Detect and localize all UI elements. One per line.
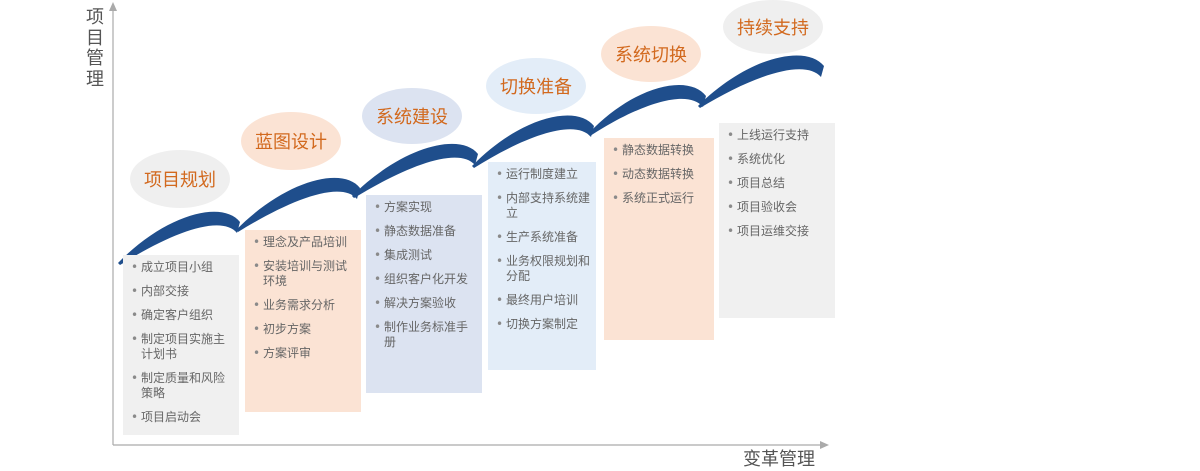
task-item: 切换方案制定 — [496, 317, 590, 332]
task-item: 成立项目小组 — [131, 260, 233, 275]
task-item: 制定项目实施主计划书 — [131, 332, 233, 362]
stage-arc — [588, 84, 706, 136]
task-item: 静态数据准备 — [374, 224, 476, 239]
task-item: 业务权限规划和分配 — [496, 254, 590, 284]
task-item: 理念及产品培训 — [253, 235, 355, 250]
task-item: 系统正式运行 — [612, 191, 708, 206]
stage-2-title-bubble: 蓝图设计 — [241, 112, 341, 170]
task-item: 项目验收会 — [727, 200, 829, 215]
task-item: 初步方案 — [253, 322, 355, 337]
task-item: 制作业务标准手册 — [374, 320, 476, 350]
stage-1-title: 项目规划 — [144, 170, 216, 191]
stage-2-task-list: 理念及产品培训 安装培训与测试环境 业务需求分析 初步方案 方案评审 — [253, 235, 355, 361]
stage-arc — [352, 143, 478, 198]
task-item: 集成测试 — [374, 248, 476, 263]
arc-layer — [118, 55, 824, 265]
task-item: 运行制度建立 — [496, 167, 590, 182]
stage-2-title: 蓝图设计 — [255, 132, 327, 153]
stage-5-title: 系统切换 — [615, 45, 687, 66]
stage-1-task-list: 成立项目小组 内部交接 确定客户组织 制定项目实施主计划书 制定质量和风险策略 … — [131, 260, 233, 425]
task-item: 方案评审 — [253, 346, 355, 361]
stage-6-title: 持续支持 — [737, 18, 809, 39]
task-item: 解决方案验收 — [374, 296, 476, 311]
stage-arc — [472, 115, 594, 168]
stage-5-task-list: 静态数据转换 动态数据转换 系统正式运行 — [612, 143, 708, 206]
stage-6-task-box: 上线运行支持 系统优化 项目总结 项目验收会 项目运维交接 — [719, 123, 835, 318]
task-item: 组织客户化开发 — [374, 272, 476, 287]
stage-4-task-list: 运行制度建立 内部支持系统建立 生产系统准备 业务权限规划和分配 最终用户培训 … — [496, 167, 590, 332]
stage-5-task-box: 静态数据转换 动态数据转换 系统正式运行 — [604, 138, 714, 340]
axes — [109, 2, 829, 449]
stage-1-title-bubble: 项目规划 — [130, 150, 230, 208]
stage-arc — [236, 177, 360, 232]
task-item: 制定质量和风险策略 — [131, 371, 233, 401]
stage-4-task-box: 运行制度建立 内部支持系统建立 生产系统准备 业务权限规划和分配 最终用户培训 … — [488, 162, 596, 370]
task-item: 最终用户培训 — [496, 293, 590, 308]
task-item: 确定客户组织 — [131, 308, 233, 323]
stage-3-task-box: 方案实现 静态数据准备 集成测试 组织客户化开发 解决方案验收 制作业务标准手册 — [366, 195, 482, 393]
y-axis-arrow-icon — [109, 2, 117, 11]
stage-4-title: 切换准备 — [500, 77, 572, 98]
x-axis-arrow-icon — [820, 441, 829, 449]
task-item: 项目启动会 — [131, 410, 233, 425]
task-item: 内部交接 — [131, 284, 233, 299]
stage-3-title: 系统建设 — [376, 107, 448, 128]
stage-arc — [698, 55, 824, 108]
task-item: 项目总结 — [727, 176, 829, 191]
y-axis-label: 项目管理 — [86, 7, 104, 91]
stage-3-task-list: 方案实现 静态数据准备 集成测试 组织客户化开发 解决方案验收 制作业务标准手册 — [374, 200, 476, 350]
stage-3-title-bubble: 系统建设 — [362, 88, 462, 144]
task-item: 方案实现 — [374, 200, 476, 215]
stage-arc — [118, 211, 240, 265]
task-item: 生产系统准备 — [496, 230, 590, 245]
task-item: 内部支持系统建立 — [496, 191, 590, 221]
task-item: 动态数据转换 — [612, 167, 708, 182]
task-item: 静态数据转换 — [612, 143, 708, 158]
stage-4-title-bubble: 切换准备 — [486, 58, 586, 114]
stage-6-title-bubble: 持续支持 — [723, 0, 823, 54]
task-item: 上线运行支持 — [727, 128, 829, 143]
stage-1-task-box: 成立项目小组 内部交接 确定客户组织 制定项目实施主计划书 制定质量和风险策略 … — [123, 255, 239, 435]
task-item: 安装培训与测试环境 — [253, 259, 355, 289]
task-item: 业务需求分析 — [253, 298, 355, 313]
x-axis-label: 变革管理 — [743, 449, 815, 470]
stage-6-task-list: 上线运行支持 系统优化 项目总结 项目验收会 项目运维交接 — [727, 128, 829, 239]
task-item: 系统优化 — [727, 152, 829, 167]
stage-5-title-bubble: 系统切换 — [601, 26, 701, 82]
stage-2-task-box: 理念及产品培训 安装培训与测试环境 业务需求分析 初步方案 方案评审 — [245, 230, 361, 412]
task-item: 项目运维交接 — [727, 224, 829, 239]
